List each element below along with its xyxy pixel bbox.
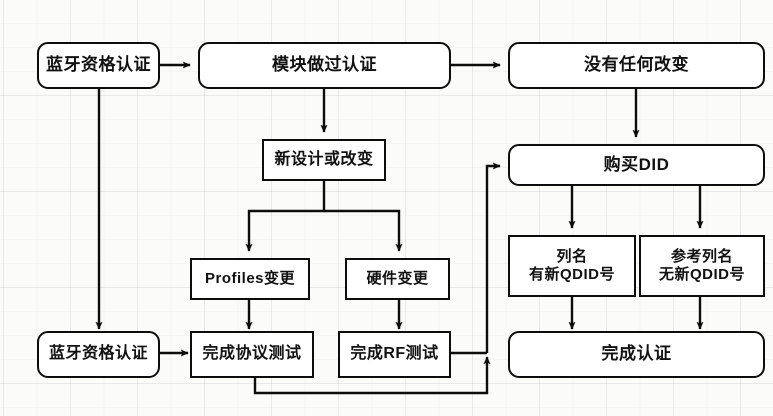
- node-label: 购买DID: [603, 154, 670, 174]
- node-module-certified[interactable]: 模块做过认证: [198, 42, 451, 89]
- node-listing-new-qdid[interactable]: 列名 有新QDID号: [508, 235, 636, 297]
- node-bt-qualification-bottom[interactable]: 蓝牙资格认证: [37, 331, 160, 378]
- edge-newdesign-to-profileschg: [245, 181, 326, 252]
- node-protocol-test-complete[interactable]: 完成协议测试: [190, 331, 314, 378]
- node-label: 参考列名 无新QDID号: [658, 248, 745, 283]
- node-reference-listing-no-new-qdid[interactable]: 参考列名 无新QDID号: [639, 235, 765, 297]
- node-label: 硬件变更: [366, 270, 429, 288]
- node-profiles-change[interactable]: Profiles变更: [190, 258, 310, 300]
- node-label: 完成协议测试: [202, 345, 302, 363]
- node-label: 蓝牙资格认证: [46, 55, 151, 75]
- edge-newdesign-to-hardwarechg: [324, 209, 403, 252]
- node-label: 蓝牙资格认证: [48, 345, 148, 363]
- node-no-change[interactable]: 没有任何改变: [508, 42, 765, 89]
- node-label: 没有任何改变: [584, 55, 689, 75]
- node-label: 列名 有新QDID号: [528, 248, 615, 283]
- node-rf-test-complete[interactable]: 完成RF测试: [338, 331, 451, 378]
- node-label: 新设计或改变: [274, 150, 374, 168]
- node-certification-complete[interactable]: 完成认证: [508, 331, 765, 378]
- node-label: 模块做过认证: [272, 55, 377, 75]
- node-hardware-change[interactable]: 硬件变更: [345, 258, 450, 300]
- node-buy-did[interactable]: 购买DID: [508, 144, 765, 186]
- node-label: 完成认证: [601, 344, 672, 364]
- node-bt-qualification-top[interactable]: 蓝牙资格认证: [37, 42, 160, 89]
- node-new-design-or-change[interactable]: 新设计或改变: [262, 139, 386, 181]
- edge-feeder-to-buydid: [485, 162, 501, 353]
- node-label: Profiles变更: [204, 270, 296, 288]
- node-label: 完成RF测试: [350, 345, 439, 363]
